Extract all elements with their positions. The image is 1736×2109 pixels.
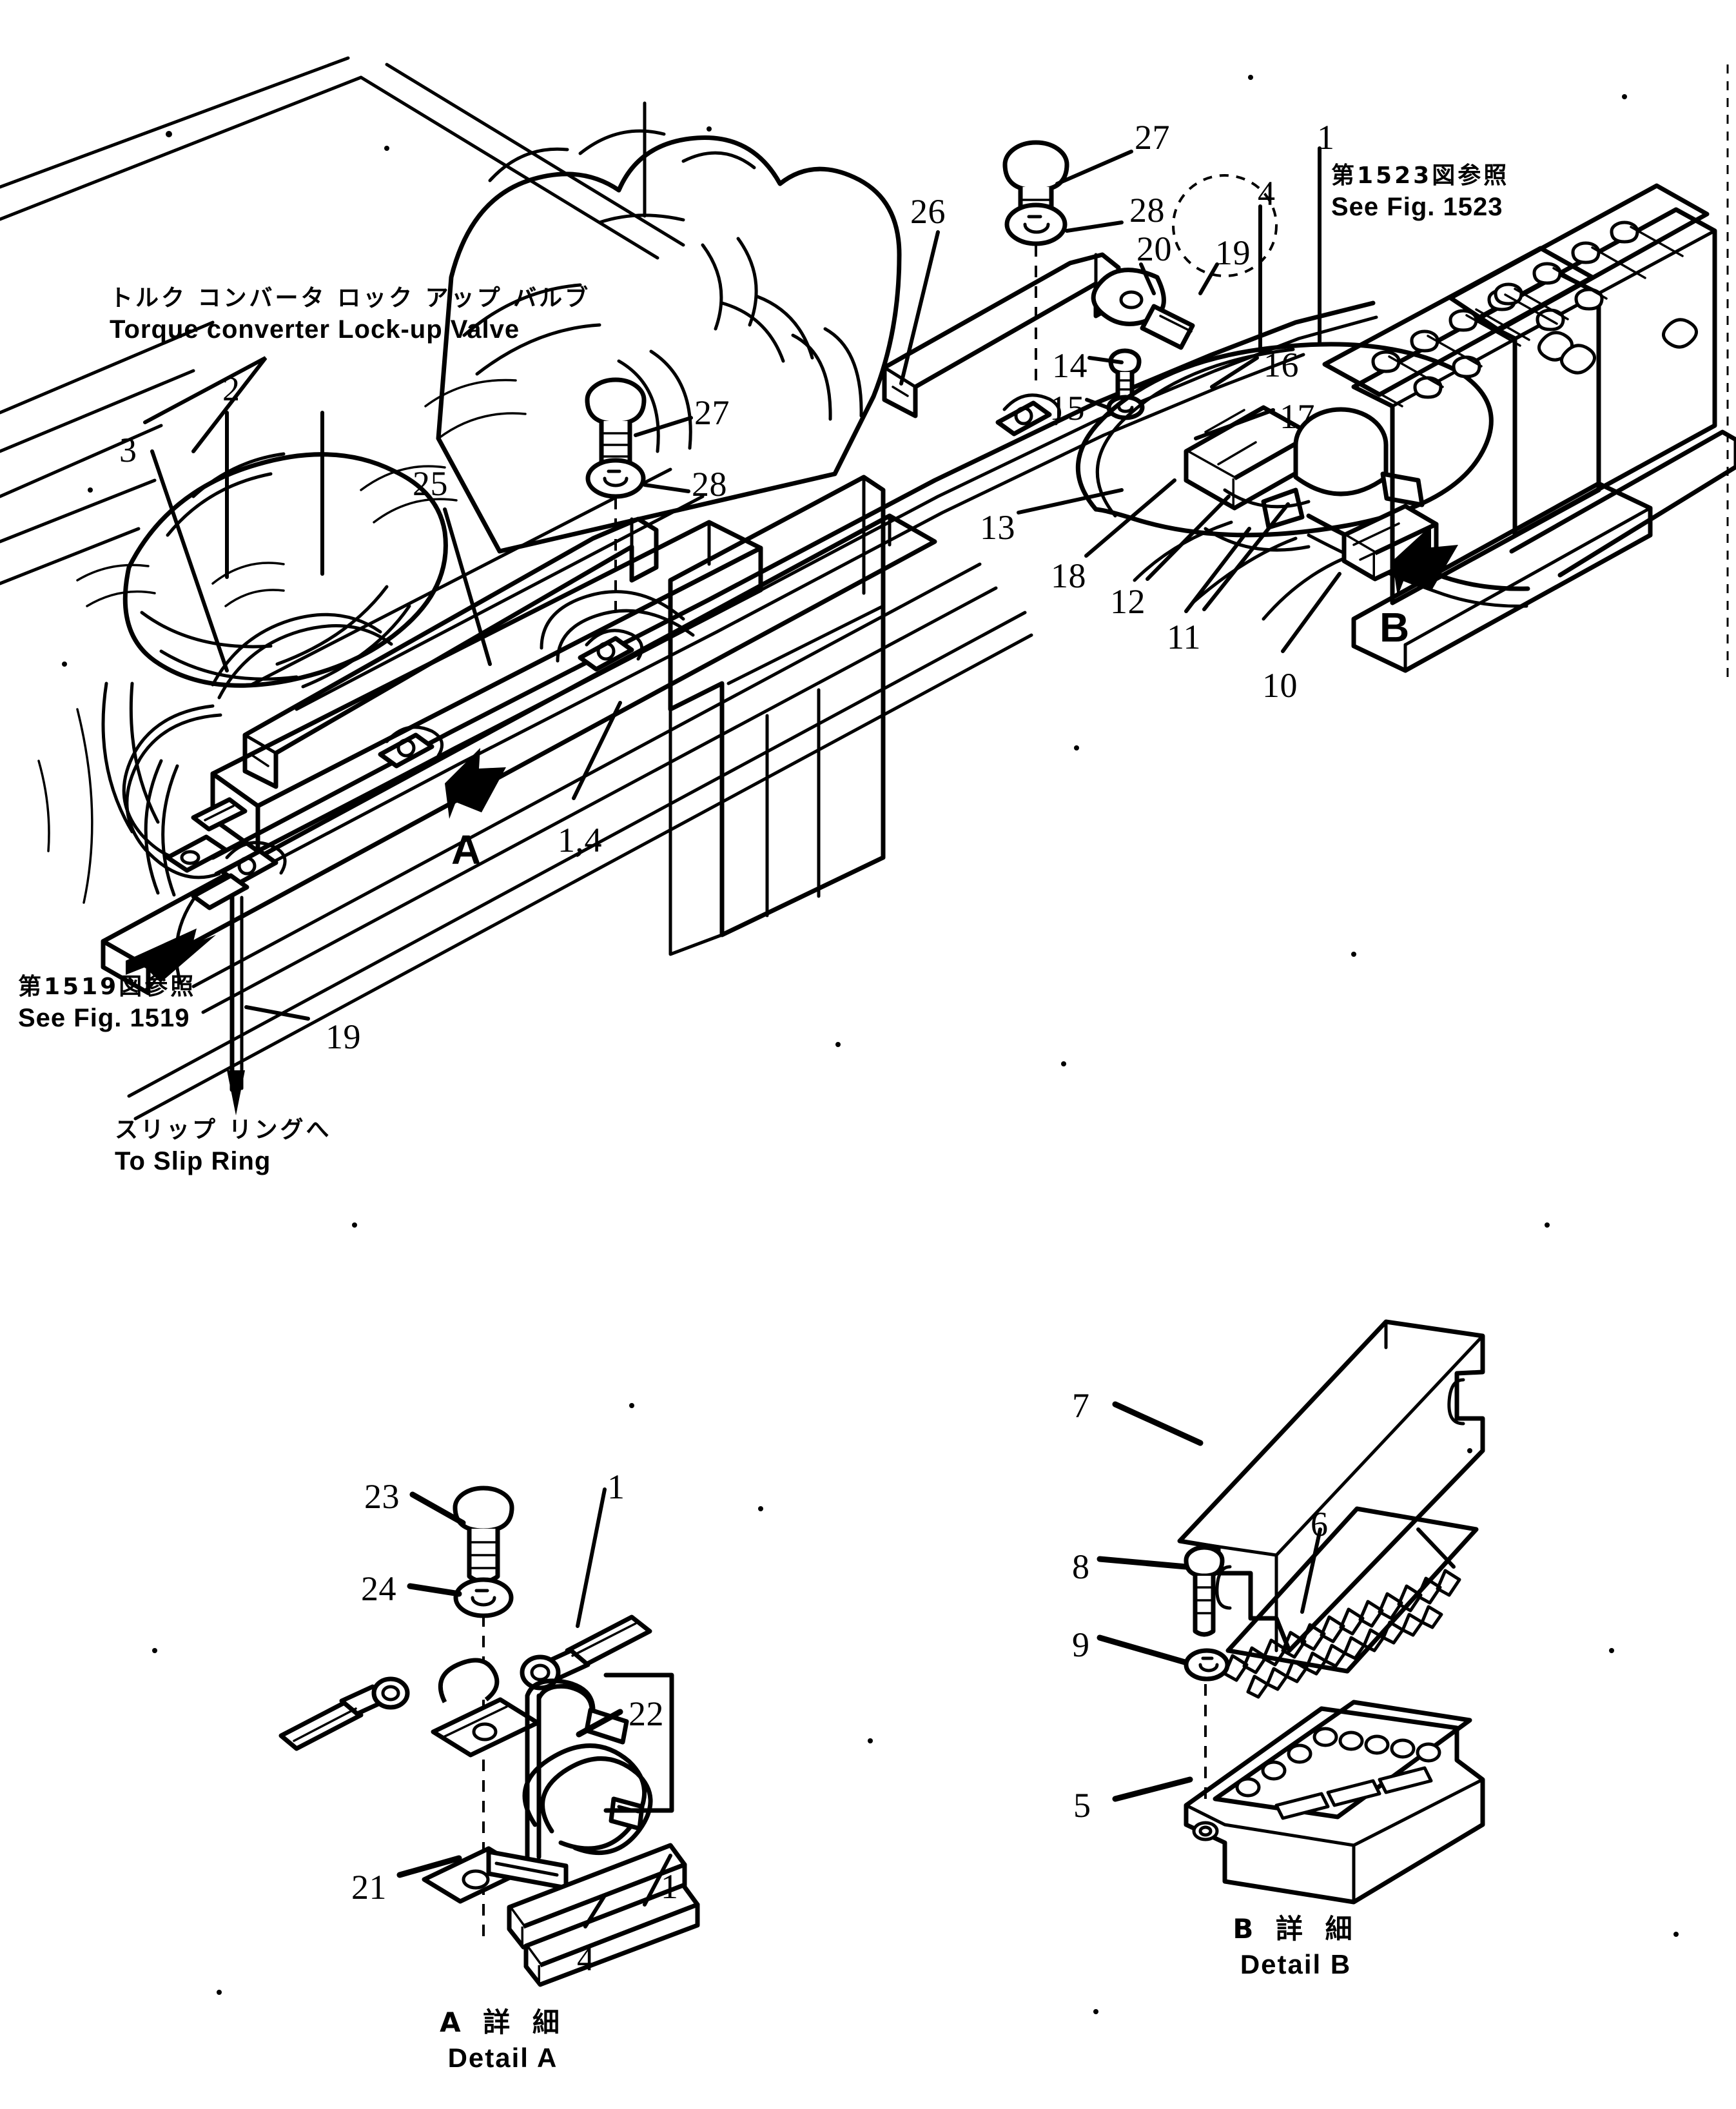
- reference-see-fig-1523[interactable]: 第1523図参照 See Fig. 1523: [1331, 161, 1509, 224]
- detail-a-callout-number-23[interactable]: 23: [364, 1477, 400, 1516]
- relay-and-terminal-cluster: [1075, 342, 1494, 552]
- leader-lines: [143, 146, 1456, 1928]
- engine-block: [360, 101, 902, 554]
- callout-number-11[interactable]: 11: [1167, 618, 1201, 656]
- revolving-frame-plate: [101, 513, 1033, 1121]
- callout-number-10[interactable]: 10: [1262, 666, 1298, 705]
- section-arrow-letter-a: A: [451, 827, 482, 873]
- see-fig-1523-jp: 第1523図参照: [1331, 162, 1510, 189]
- harness-clamps: [191, 393, 1062, 910]
- callout-number-27[interactable]: 27: [1135, 118, 1170, 157]
- detail-a-callout-number-22[interactable]: 22: [629, 1694, 664, 1733]
- callout-number-4[interactable]: 4: [1258, 174, 1276, 213]
- torque-converter-housing: [76, 452, 448, 834]
- callout-number-2[interactable]: 2: [222, 369, 240, 408]
- eye-terminal-20: [1091, 268, 1195, 350]
- detail-b-callout-number-5[interactable]: 5: [1073, 1786, 1091, 1825]
- lockup-valve-en: Torque converter Lock-up Valve: [110, 315, 520, 344]
- callout-number-3[interactable]: 3: [119, 431, 137, 469]
- section-arrow-a: [445, 748, 506, 819]
- callout-number-19[interactable]: 19: [326, 1017, 361, 1056]
- washer-28-lower: [585, 458, 646, 499]
- detail-a-callout-number-1[interactable]: 1: [661, 1867, 679, 1906]
- washer-15: [1106, 395, 1145, 420]
- machine-frame-outline: [0, 56, 685, 904]
- callout-number-28[interactable]: 28: [692, 465, 727, 504]
- detail-a-caption-en: Detail A: [447, 2042, 558, 2073]
- detail-a-artwork: [278, 1486, 700, 1987]
- detail-a-caption: A 詳 細 Detail A: [387, 2005, 619, 2075]
- section-arrow-letter-b: B: [1380, 604, 1410, 651]
- slip-ring-arrow: [227, 894, 245, 1115]
- callout-number-19[interactable]: 19: [1215, 233, 1251, 272]
- to-slip-ring-en: To Slip Ring: [115, 1147, 271, 1176]
- detail-ring-19: [1172, 174, 1278, 277]
- callout-number-25[interactable]: 25: [413, 464, 448, 503]
- detail-b-caption-en: Detail B: [1240, 1948, 1352, 1979]
- bolt-14: [1108, 348, 1142, 404]
- section-arrow-b: [1392, 525, 1458, 596]
- detail-a-caption-jp: A 詳 細: [440, 2006, 566, 2038]
- callout-text-to-slip-ring: スリップ リングへ To Slip Ring: [115, 1115, 332, 1178]
- battery-assembly: [1322, 64, 1736, 677]
- callout-number-27[interactable]: 27: [694, 393, 730, 432]
- callout-number-17[interactable]: 17: [1280, 397, 1315, 436]
- detail-a-callout-number-4[interactable]: 4: [577, 1939, 595, 1978]
- detail-b-caption: B 詳 細 Detail B: [1180, 1912, 1412, 1982]
- to-slip-ring-jp: スリップ リングへ: [115, 1117, 332, 1143]
- see-fig-1519-en: See Fig. 1519: [18, 1004, 190, 1033]
- frame-cover-body: [668, 475, 886, 956]
- detail-b-callout-number-9[interactable]: 9: [1072, 1625, 1090, 1664]
- callout-number-18[interactable]: 18: [1051, 556, 1086, 595]
- detail-b-caption-jp: B 詳 細: [1233, 1913, 1359, 1945]
- wire-guard-26: [882, 252, 1121, 418]
- callout-number-16[interactable]: 16: [1263, 346, 1299, 384]
- callout-number-12[interactable]: 12: [1110, 582, 1146, 621]
- detail-a-callout-number-1[interactable]: 1: [607, 1467, 625, 1506]
- callout-text-lockup-valve: トルク コンバータ ロック アップ バルブ Torque converter L…: [110, 284, 590, 346]
- lockup-valve-jp: トルク コンバータ ロック アップ バルブ: [110, 285, 591, 311]
- callout-number-1-4[interactable]: 1,4: [558, 821, 602, 859]
- callout-number-1[interactable]: 1: [1317, 118, 1335, 157]
- wire-lug-left: [165, 797, 248, 873]
- washer-28-upper: [1004, 202, 1068, 246]
- detail-b-callout-number-7[interactable]: 7: [1072, 1386, 1090, 1425]
- callout-number-14[interactable]: 14: [1052, 346, 1087, 385]
- callout-number-13[interactable]: 13: [980, 508, 1015, 547]
- main-wiring-harness: [122, 300, 1378, 897]
- callout-number-28[interactable]: 28: [1129, 191, 1165, 230]
- see-fig-1523-en: See Fig. 1523: [1331, 193, 1503, 222]
- scan-speckle: [62, 75, 1679, 2014]
- detail-b-artwork: [1177, 1319, 1485, 1905]
- callout-number-20[interactable]: 20: [1136, 230, 1172, 268]
- detail-b-callout-number-8[interactable]: 8: [1072, 1547, 1090, 1586]
- callout-number-15[interactable]: 15: [1049, 389, 1085, 427]
- wire-guard-25: [242, 516, 659, 789]
- callout-number-26[interactable]: 26: [910, 192, 946, 231]
- reference-see-fig-1519[interactable]: 第1519図参照 See Fig. 1519: [18, 972, 196, 1035]
- detail-a-callout-number-21[interactable]: 21: [351, 1868, 387, 1907]
- detail-b-callout-number-6[interactable]: 6: [1311, 1505, 1329, 1544]
- detail-a-callout-number-24[interactable]: 24: [361, 1569, 396, 1608]
- bolt-27-lower: [585, 377, 647, 474]
- reference-arrow-left: [126, 928, 216, 983]
- see-fig-1519-jp: 第1519図参照: [18, 974, 197, 1000]
